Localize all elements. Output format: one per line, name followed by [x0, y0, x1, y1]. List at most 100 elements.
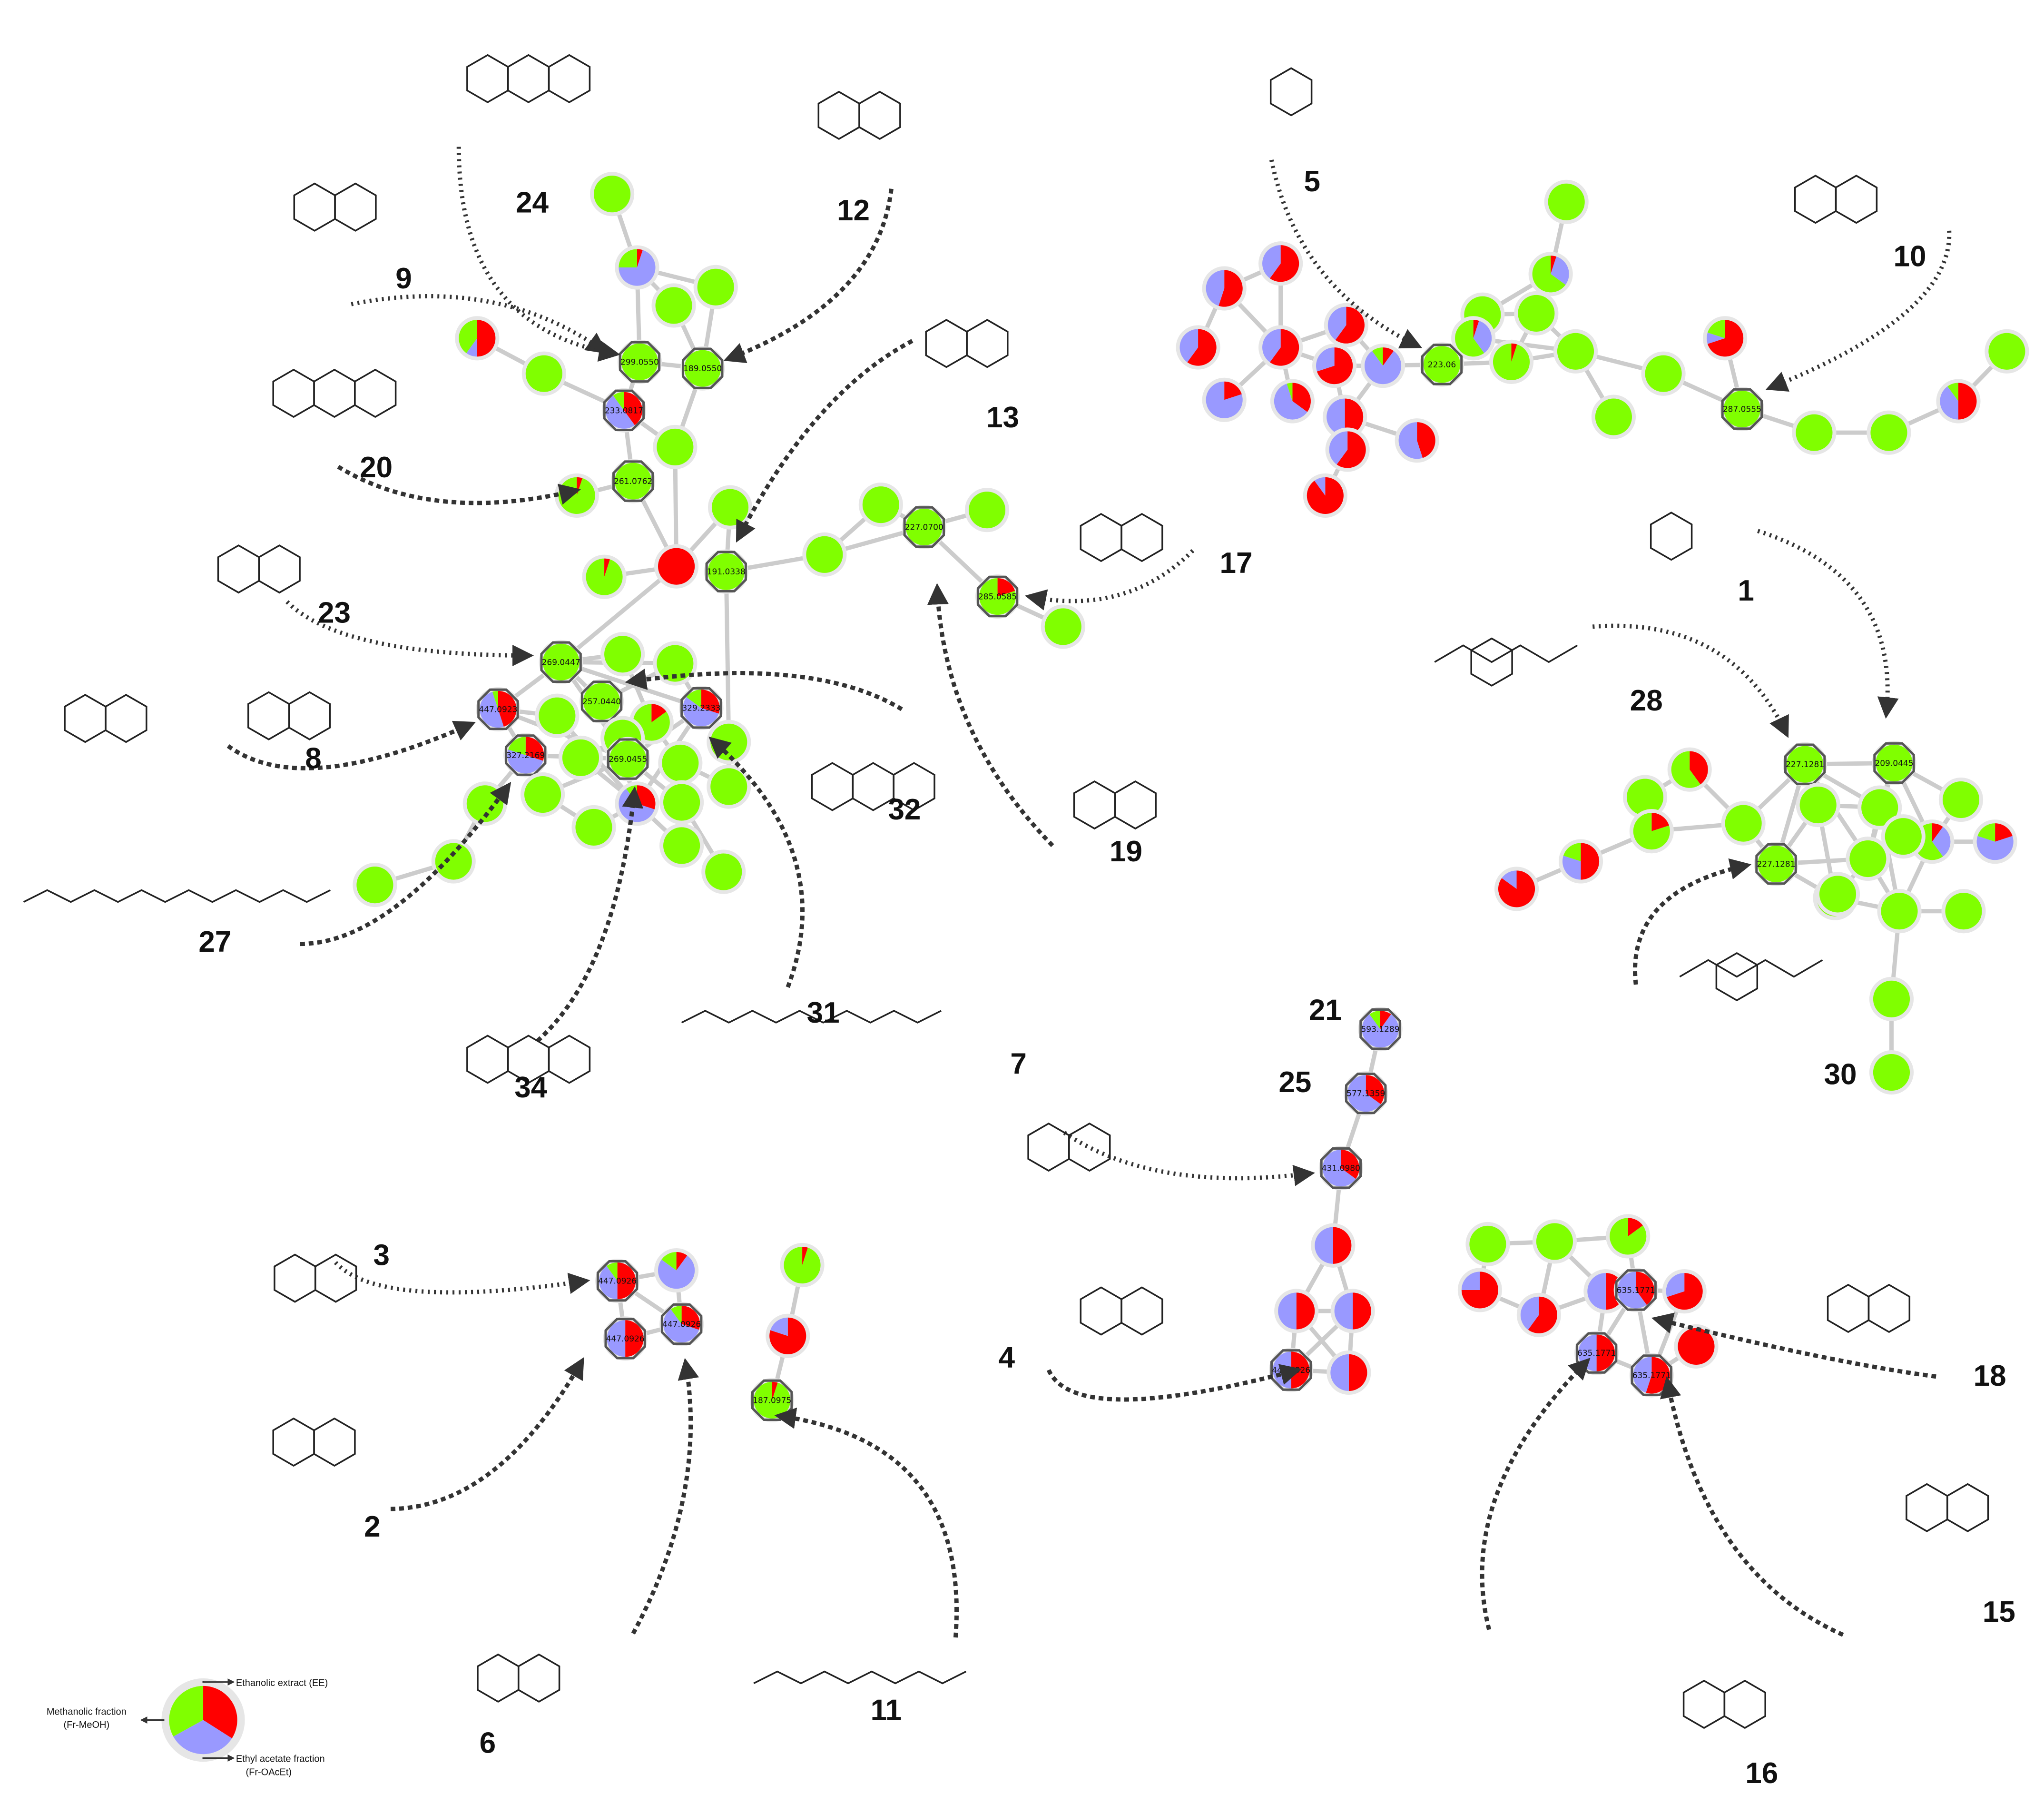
network-node[interactable] [455, 316, 500, 361]
network-node[interactable] [654, 1248, 699, 1293]
network-node[interactable] [1591, 394, 1636, 439]
network-node[interactable] [1846, 836, 1890, 881]
network-node[interactable] [1312, 344, 1357, 388]
network-node[interactable]: 299.0550 [617, 339, 662, 384]
network-node[interactable] [1494, 867, 1539, 911]
network-node[interactable] [521, 351, 566, 396]
network-node[interactable] [766, 1313, 810, 1358]
network-node[interactable] [1936, 379, 1981, 424]
network-node[interactable] [558, 735, 603, 780]
network-node[interactable] [659, 780, 704, 825]
network-node[interactable]: 447.0926 [1269, 1348, 1314, 1392]
network-node[interactable] [462, 781, 507, 826]
network-node[interactable] [600, 632, 645, 677]
network-node[interactable] [1202, 266, 1247, 311]
network-node[interactable] [1941, 889, 1986, 934]
network-node[interactable] [590, 172, 635, 217]
network-node[interactable]: 635.1771 [1613, 1268, 1658, 1312]
network-node[interactable] [1360, 344, 1405, 388]
network-node[interactable] [1721, 801, 1766, 846]
network-node[interactable] [1544, 179, 1589, 224]
network-node[interactable] [1815, 872, 1860, 917]
network-node[interactable]: 327.2169 [503, 733, 548, 778]
network-node[interactable]: 227.1281 [1783, 742, 1828, 787]
network-node[interactable]: 189.0550 [680, 346, 725, 391]
network-node[interactable]: 431.0980 [1318, 1146, 1363, 1191]
network-node[interactable] [1881, 814, 1926, 859]
network-node[interactable]: 329.2333 [679, 686, 724, 730]
network-node[interactable] [1270, 379, 1315, 424]
network-node[interactable] [1451, 316, 1496, 361]
network-node[interactable]: 577.1359 [1344, 1071, 1388, 1116]
network-node[interactable]: 447.0926 [659, 1301, 704, 1347]
network-node[interactable]: 269.0455 [606, 737, 650, 781]
network-node[interactable] [802, 532, 847, 577]
network-node[interactable]: 227.0700 [902, 504, 946, 550]
network-node[interactable] [1558, 839, 1603, 884]
network-node[interactable] [1528, 252, 1573, 296]
network-node[interactable]: 269.0447 [539, 640, 583, 684]
network-node[interactable] [693, 265, 738, 309]
network-node[interactable] [1869, 976, 1914, 1021]
network-node[interactable] [658, 740, 703, 785]
network-node[interactable] [1327, 1350, 1371, 1395]
network-node[interactable]: 593.1289 [1358, 1007, 1403, 1052]
network-node[interactable] [653, 641, 698, 686]
network-node[interactable] [1606, 1214, 1651, 1259]
network-node[interactable] [1465, 1222, 1510, 1267]
network-node[interactable] [659, 823, 704, 868]
network-node[interactable] [554, 473, 599, 518]
network-node[interactable]: 287.0555 [1720, 386, 1764, 432]
network-node[interactable] [1622, 775, 1668, 819]
network-node[interactable] [1303, 473, 1347, 518]
network-node[interactable]: 223.06 [1419, 342, 1464, 387]
network-node[interactable] [651, 283, 696, 328]
network-node[interactable] [535, 693, 580, 738]
network-node[interactable] [1973, 819, 2017, 864]
network-node[interactable] [521, 772, 565, 817]
network-node[interactable] [1985, 329, 2029, 374]
network-node[interactable] [615, 245, 659, 290]
network-node[interactable] [1877, 889, 1922, 934]
network-node[interactable] [1532, 1219, 1577, 1264]
network-node[interactable] [1041, 604, 1085, 649]
network-node[interactable]: 261.0762 [611, 459, 656, 503]
network-node[interactable] [1703, 316, 1748, 361]
network-node[interactable] [1869, 1050, 1914, 1095]
network-node[interactable]: 257.0440 [579, 679, 624, 724]
network-node[interactable] [1311, 1223, 1356, 1268]
network-node[interactable] [582, 554, 627, 599]
network-node[interactable] [858, 483, 903, 527]
network-node[interactable]: 285.0585 [975, 574, 1020, 619]
network-node[interactable]: 447.0923 [476, 687, 521, 732]
network-node[interactable] [431, 839, 476, 884]
network-node[interactable] [1641, 351, 1686, 396]
network-node[interactable]: 227.1281 [1754, 841, 1798, 887]
network-node[interactable] [1324, 303, 1368, 347]
network-node[interactable] [1674, 1324, 1719, 1369]
network-node[interactable]: 191.0338 [704, 549, 748, 594]
network-node[interactable] [353, 863, 397, 907]
network-node[interactable] [707, 764, 751, 809]
network-node[interactable]: 209.0445 [1872, 740, 1916, 785]
network-node[interactable] [1258, 325, 1303, 370]
network-node[interactable] [1553, 329, 1598, 374]
network-node[interactable] [708, 485, 753, 530]
network-node[interactable] [1514, 291, 1559, 336]
network-node[interactable]: 635.1771 [1574, 1331, 1619, 1375]
network-node[interactable] [1662, 1269, 1707, 1314]
network-node[interactable]: 635.1771 [1629, 1353, 1674, 1398]
network-node[interactable] [654, 544, 699, 589]
network-node[interactable] [1938, 777, 1984, 822]
network-node[interactable] [1457, 1268, 1502, 1312]
network-node[interactable] [1629, 809, 1674, 854]
network-node[interactable] [571, 805, 616, 849]
network-node[interactable] [1796, 783, 1840, 828]
network-node[interactable] [1395, 418, 1439, 463]
network-node[interactable] [780, 1243, 825, 1288]
network-node[interactable] [1202, 377, 1247, 422]
network-node[interactable] [653, 424, 698, 470]
network-node[interactable] [1516, 1292, 1561, 1337]
network-node[interactable] [1258, 241, 1303, 286]
network-node[interactable] [1867, 410, 1911, 455]
